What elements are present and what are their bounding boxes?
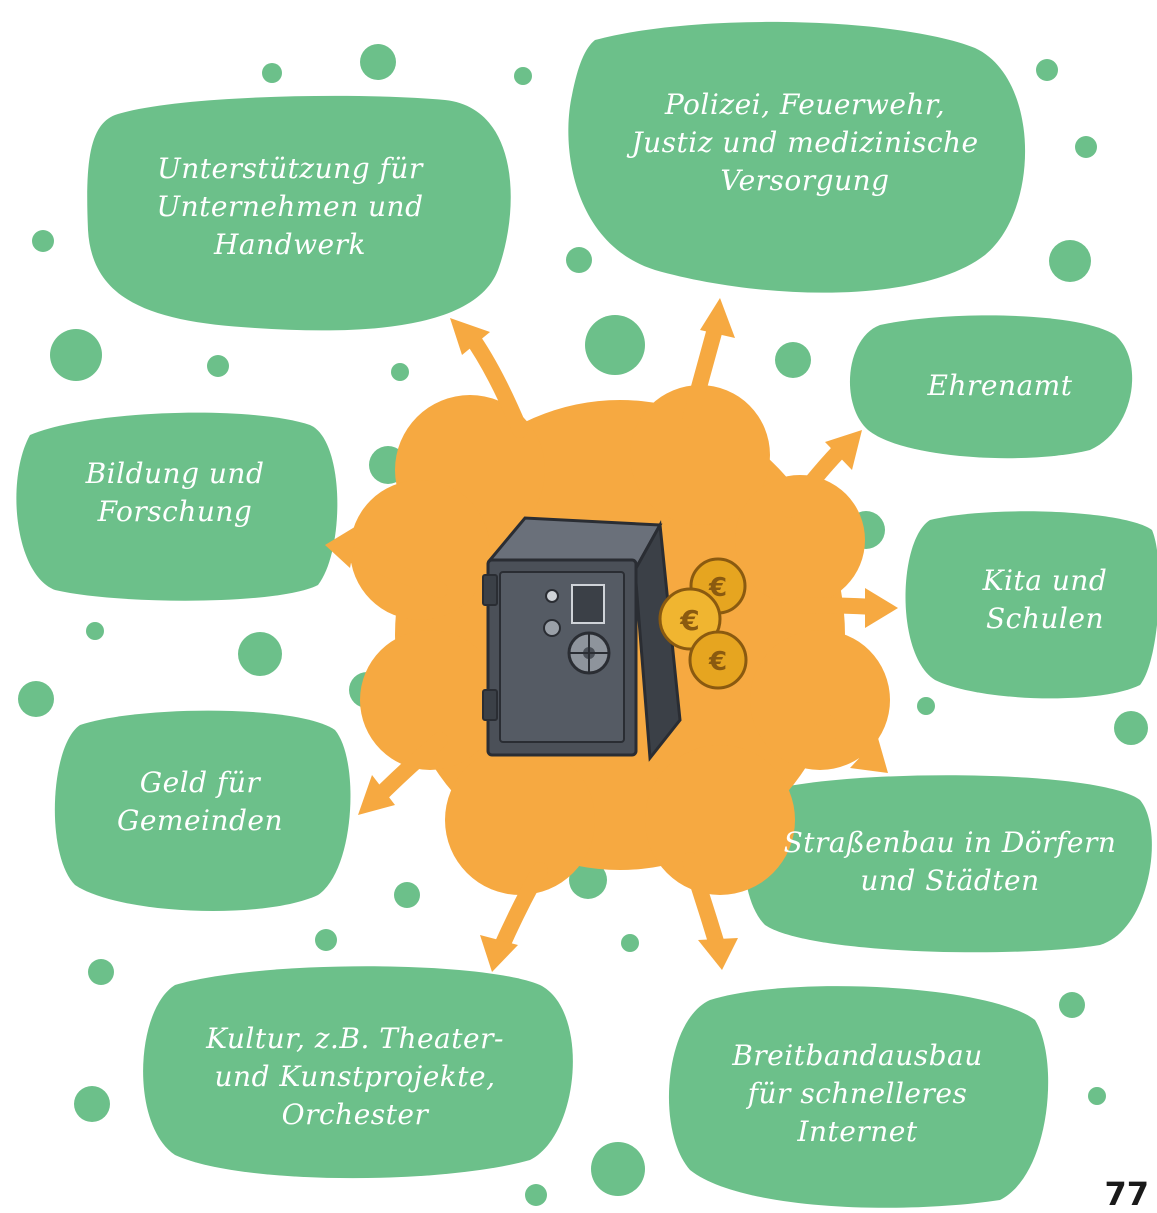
- topic-label-kita: Kita und Schulen: [982, 564, 1108, 635]
- euro-coin-icon: € € €: [658, 557, 748, 690]
- topic-label-volunteer: Ehrenamt: [927, 369, 1073, 402]
- svg-text:€: €: [679, 604, 699, 637]
- svg-text:€: €: [708, 573, 727, 603]
- topic-label-business: Unterstützung für Unternehmen und Handwe…: [156, 152, 424, 261]
- page-number: 77: [1104, 1175, 1149, 1213]
- blob-kita: [905, 511, 1157, 699]
- safe-with-euro-coins-icon: € € €: [482, 516, 748, 762]
- blob-culture: [143, 966, 573, 1179]
- svg-text:€: €: [708, 647, 727, 677]
- blob-roads: [744, 775, 1152, 953]
- topic-label-culture: Kultur, z.B. Theater- und Kunstprojekte,…: [206, 1022, 504, 1131]
- topic-label-police: Polizei, Feuerwehr, Justiz und medizinis…: [631, 88, 979, 197]
- topic-label-municipalities: Geld für Gemeinden: [116, 766, 284, 837]
- topic-label-broadband: Breitbandausbau für schnelleres Internet: [732, 1039, 983, 1148]
- arrow-heads: [325, 298, 898, 972]
- blob-education: [16, 412, 338, 601]
- blob-volunteer: [849, 315, 1133, 459]
- blob-police: [568, 21, 1026, 293]
- topic-label-roads: Straßenbau in Dörfern und Städten: [783, 826, 1117, 897]
- blob-business: [87, 95, 511, 331]
- blob-broadband: [668, 986, 1049, 1208]
- topic-label-education: Bildung und Forschung: [85, 457, 265, 528]
- blob-municipalities: [54, 710, 351, 912]
- topic-blobs: [16, 21, 1157, 1208]
